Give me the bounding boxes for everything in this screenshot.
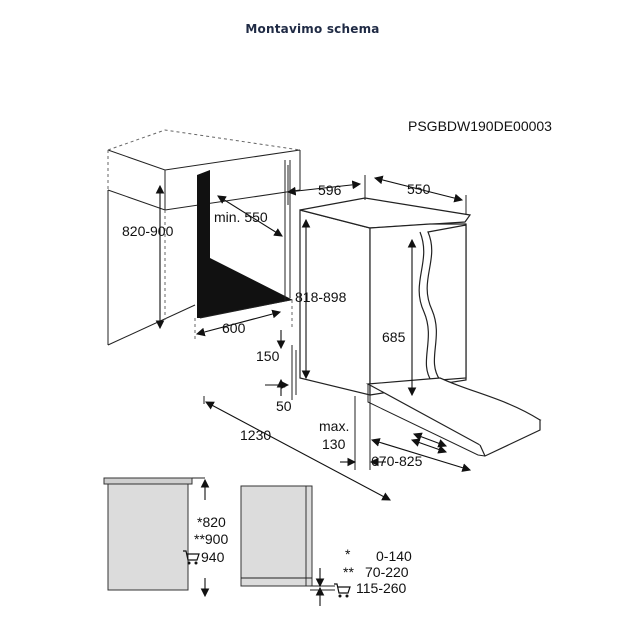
cart-icon (183, 550, 200, 565)
svg-text:130: 130 (322, 436, 346, 452)
dim-niche-depth: 600 (195, 309, 282, 337)
svg-text:600: 600 (222, 320, 246, 336)
svg-text:820-900: 820-900 (122, 223, 174, 239)
page-title: Montavimo schema (245, 22, 380, 36)
svg-text:150: 150 (256, 348, 280, 364)
dim-width: 596 (286, 165, 366, 205)
svg-text:0-140: 0-140 (376, 548, 412, 564)
cabinet-niche (107, 129, 301, 346)
dim-door-panel: 685 (382, 238, 417, 397)
svg-text:*820: *820 (197, 514, 226, 530)
svg-text:**900: **900 (194, 531, 228, 547)
svg-text:670-825: 670-825 (371, 453, 423, 469)
svg-text:70-220: 70-220 (365, 564, 409, 580)
cart-icon (334, 583, 351, 598)
drawing-code: PSGBDW190DE00003 (408, 118, 552, 134)
dim-min-depth: min. 550 (214, 195, 283, 237)
svg-text:1230: 1230 (240, 427, 271, 443)
side-view-cabinet (103, 477, 205, 591)
svg-text:818-898: 818-898 (295, 289, 347, 305)
svg-text:*: * (345, 546, 351, 562)
svg-text:max.: max. (319, 418, 349, 434)
svg-text:685: 685 (382, 329, 406, 345)
side-view-legend: * 0-140 ** 70-220 115-260 (334, 546, 412, 598)
svg-text:550: 550 (407, 181, 431, 197)
svg-text:596: 596 (318, 182, 342, 198)
dim-total-depth: 1230 (203, 396, 391, 501)
dim-door-travel: 670-825 (370, 438, 472, 472)
dim-appliance-height: 818-898 (295, 218, 347, 380)
svg-text:min. 550: min. 550 (214, 209, 268, 225)
svg-text:115-260: 115-260 (356, 580, 407, 596)
dim-depth: 550 (373, 175, 467, 215)
svg-text:50: 50 (276, 398, 292, 414)
svg-text:940: 940 (201, 549, 225, 565)
side-view-dim-arrows: *820 **900 940 (183, 478, 228, 598)
svg-text:**: ** (343, 564, 354, 580)
dim-plinth: 150 50 (256, 330, 297, 414)
dim-niche-height: 820-900 (122, 184, 174, 330)
dim-max: max. 130 (319, 395, 386, 470)
side-view-dishwasher (240, 485, 335, 606)
